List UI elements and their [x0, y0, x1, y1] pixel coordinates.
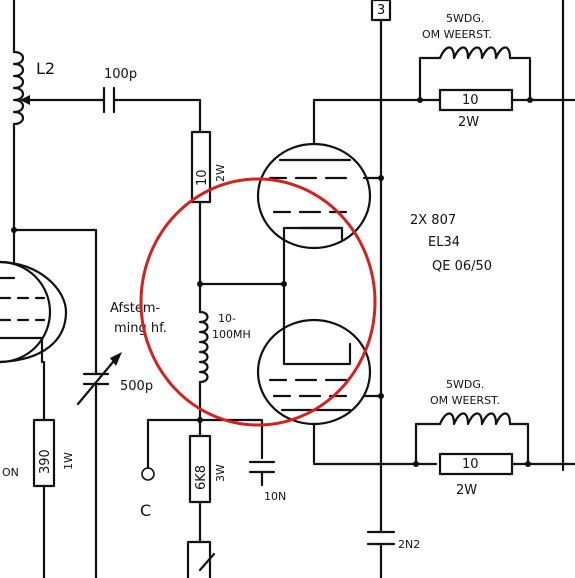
label-inductor-value-2: 100MH	[212, 328, 251, 341]
label-top-5wdg: 5WDG.	[446, 12, 484, 25]
label-res-2w: 2W	[214, 164, 227, 182]
capacitor-10n: 10N	[248, 460, 286, 503]
label-afstemming-2: ming hf.	[114, 321, 167, 336]
label-tube-alt-2: QE 06/50	[432, 259, 492, 274]
screen-rail: 3 2N2	[366, 0, 420, 578]
label-top-box-digit: 3	[377, 3, 385, 18]
lower-junction: C	[140, 417, 264, 520]
label-cap-500p: 500p	[120, 379, 153, 394]
potentiometer-bottom	[186, 540, 216, 578]
label-top-omweerst: OM WEERST.	[422, 28, 492, 41]
tube-top-807	[256, 98, 382, 250]
label-bottom-res-2w: 2W	[456, 483, 477, 498]
label-res-10: 10	[195, 169, 210, 186]
resistor-10-2w: 10 2W	[190, 130, 227, 314]
variable-cap-500p: 500p	[11, 227, 153, 578]
label-res-6k8: 6K8	[194, 465, 209, 490]
label-l2: L2	[36, 59, 55, 78]
resistor-6k8: 6K8 3W	[188, 418, 227, 544]
highlight-circle	[139, 177, 377, 427]
anode-network-top: 5WDG. OM WEERST. 10 2W	[312, 12, 575, 130]
label-inductor-value-1: 10-	[218, 312, 236, 325]
label-100p: 100p	[104, 67, 137, 82]
label-terminal-c: C	[140, 501, 151, 520]
label-bottom-omweerst: OM WEERST.	[430, 394, 500, 407]
label-res-left-partial: ON	[2, 466, 19, 479]
anode-network-bottom: 5WDG. OM WEERST. 10 2W	[413, 378, 575, 498]
inductor-l2: L2	[12, 50, 55, 130]
label-top-res-2w: 2W	[458, 115, 479, 130]
label-cap-10n: 10N	[264, 490, 286, 503]
label-bottom-res-10: 10	[462, 457, 479, 472]
label-res-390: 390	[38, 449, 53, 474]
label-res-3w: 3W	[214, 464, 227, 482]
tube-type-labels: 2X 807 EL34 QE 06/50	[410, 213, 492, 274]
coupling-100p: 100p	[36, 67, 202, 134]
label-top-res-10: 10	[462, 93, 479, 108]
grid-interconnect	[282, 226, 344, 346]
grid-node-wires	[197, 281, 287, 287]
label-tube-alt-1: EL34	[428, 235, 460, 250]
resistor-390: 390 1W ON	[2, 360, 75, 578]
inductor-afstemming: Afstem- ming hf. 10- 100MH	[110, 301, 251, 422]
label-cap-2n2: 2N2	[398, 538, 420, 551]
label-bottom-5wdg: 5WDG.	[446, 378, 484, 391]
label-afstemming-1: Afstem-	[110, 301, 161, 316]
label-tube-count: 2X 807	[410, 213, 456, 228]
tube-left	[0, 260, 68, 364]
label-res-1w: 1W	[62, 452, 75, 470]
